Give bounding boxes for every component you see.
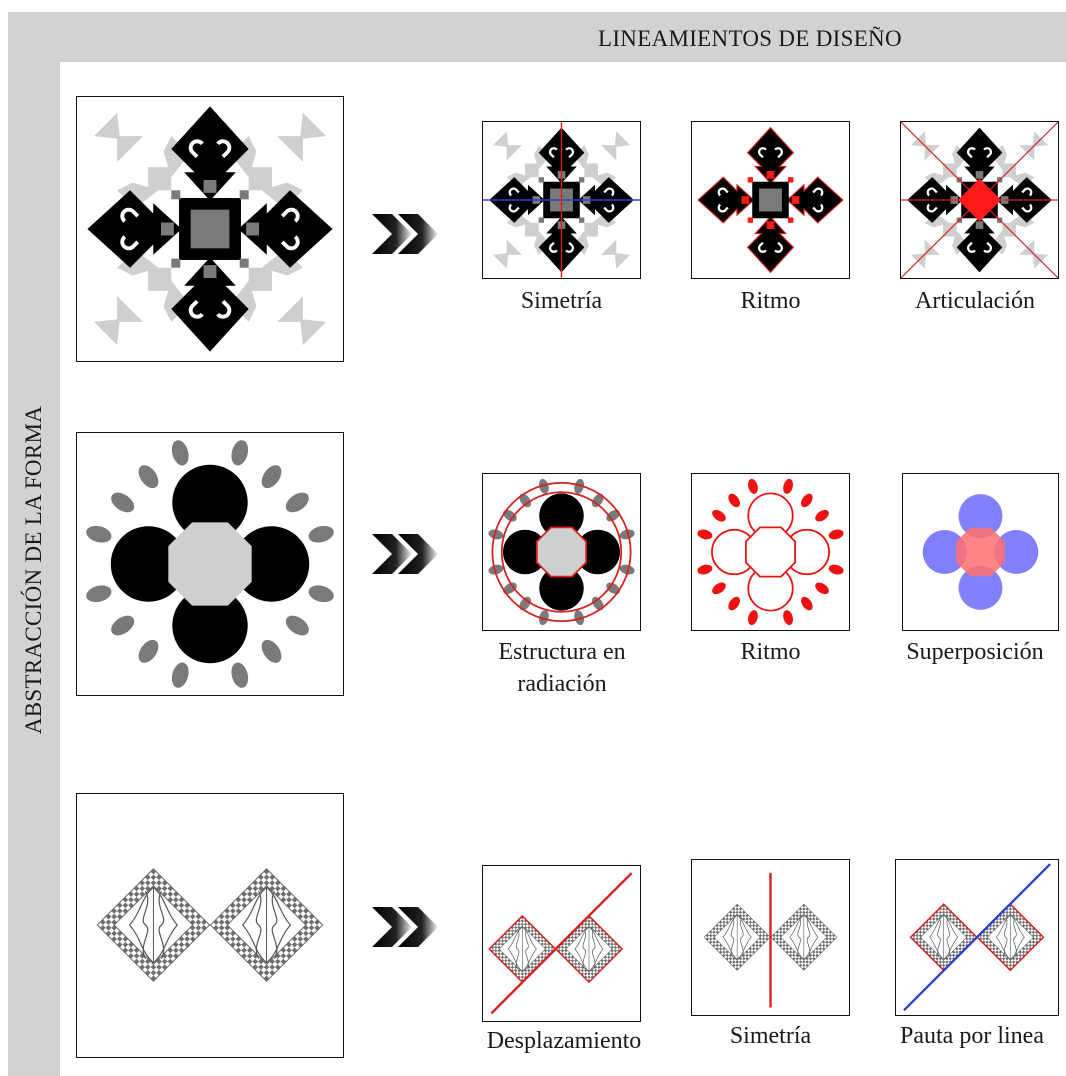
caption-ritmo-2: Ritmo [740,639,801,665]
double-chevron-arrow-icon [372,534,438,574]
side-bar: ABSTRACCIÓN DE LA FORMA [8,12,60,1076]
panel-articulacion-1 [900,121,1059,279]
caption-pauta-por-linea: Pauta por linea [900,1023,1044,1049]
caption-ritmo-1: Ritmo [740,288,801,314]
caption-estructura-line1: Estructura en [498,639,626,665]
caption-estructura-line2: radiación [517,671,607,697]
panel-simetria-3 [691,859,850,1016]
motif-large-cross [76,96,344,362]
motif-large-diamonds [76,793,344,1058]
caption-simetria-1: Simetría [520,288,603,314]
panel-estructura-radiacion [482,473,641,631]
caption-desplazamiento: Desplazamiento [486,1028,642,1054]
double-chevron-arrow-icon [372,214,438,254]
panel-desplazamiento [482,865,641,1022]
double-chevron-arrow-icon [372,907,438,947]
page-title: LINEAMIENTOS DE DISEÑO [598,26,902,51]
panel-ritmo-1 [691,121,850,279]
panel-superposicion [902,473,1059,631]
header-bar: LINEAMIENTOS DE DISEÑO [8,12,1066,62]
caption-simetria-3: Simetría [729,1023,812,1049]
panel-pauta-por-linea [895,859,1059,1016]
motif-large-circles [76,432,344,696]
side-title: ABSTRACCIÓN DE LA FORMA [21,405,46,735]
panel-simetria-1 [482,121,641,279]
caption-articulacion: Articulación [915,288,1035,314]
caption-superposicion: Superposición [906,639,1044,665]
panel-ritmo-2 [691,473,850,631]
